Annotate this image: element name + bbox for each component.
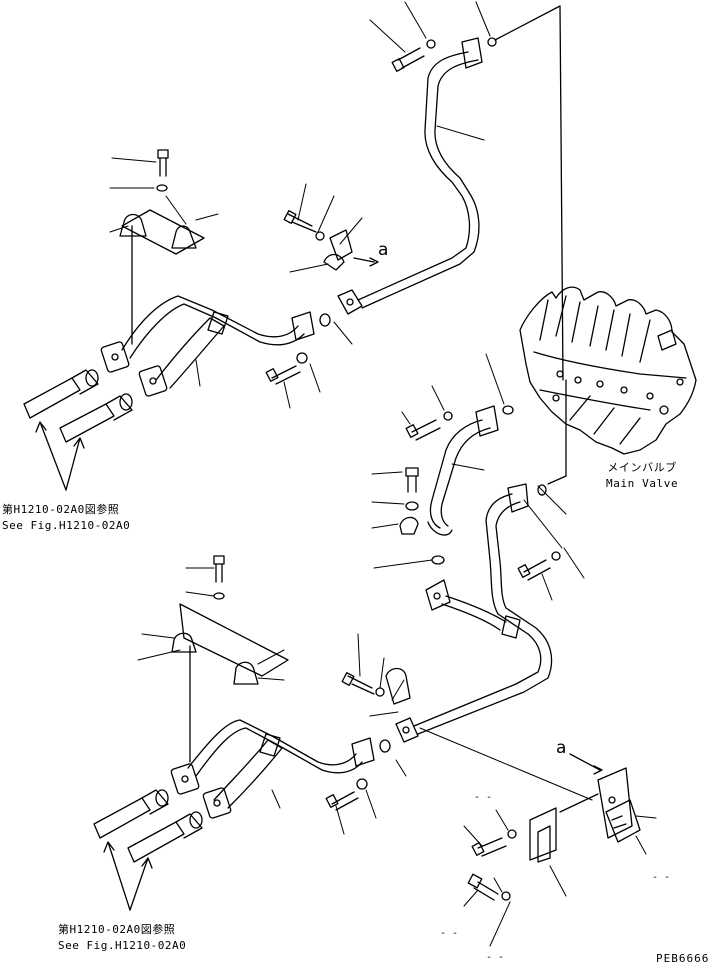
unlabeled-part-mark-1: - - [474,792,493,803]
main-valve-label-en: Main Valve [606,477,679,490]
main-valve-body [519,286,697,485]
top-pipe-flange [461,37,483,69]
upper-left-clamp-set [119,149,205,345]
lower-reference-en: See Fig.H1210-02A0 [58,939,187,952]
middle-left-clamp-set [399,467,445,565]
leader-line [559,5,564,381]
main-valve-label-jp: メインバルブ [607,461,677,474]
leader-lines-lower-left [137,567,377,835]
callout-a-upper: a [378,240,389,260]
lower-left-clamp-set [171,555,289,763]
lower-left-hoses [93,789,203,911]
lower-long-pipe [395,483,561,743]
unlabeled-part-mark-2: - - [652,872,671,883]
upper-left-pipe-assembly [100,295,331,397]
middle-elbow-pipe [405,405,514,536]
leader-lines-middle [371,353,585,601]
callout-a-lower: a [556,738,567,758]
unlabeled-part-mark-4: - - [486,952,505,963]
top-pipe-assembly [337,37,483,315]
lower-reference-jp: 第H1210-02A0図参照 [58,923,176,936]
drawing-code: PEB6666 [656,952,710,965]
top-bolt-set [391,37,497,72]
upper-reference-jp: 第H1210-02A0図参照 [2,503,120,516]
leader-lines-lower-mid [357,633,593,801]
clamp-bracket-top [283,210,379,271]
lower-left-pipe-assembly [170,719,391,819]
upper-left-hoses [23,369,133,491]
upper-mid-bolt-set [265,352,308,385]
upper-reference-note: 第H1210-02A0図参照 See Fig.H1210-02A0 [2,502,130,534]
leader-line [494,5,561,41]
lower-reference-note: 第H1210-02A0図参照 See Fig.H1210-02A0 [58,922,186,954]
upper-reference-en: See Fig.H1210-02A0 [2,519,131,532]
main-valve-label: メインバルブ Main Valve [606,460,678,492]
unlabeled-part-mark-3: - - [440,928,459,939]
leader-lines-top [109,1,491,409]
lower-mid-bolt-set [325,778,368,811]
leader-lines-detail-a [463,809,657,947]
